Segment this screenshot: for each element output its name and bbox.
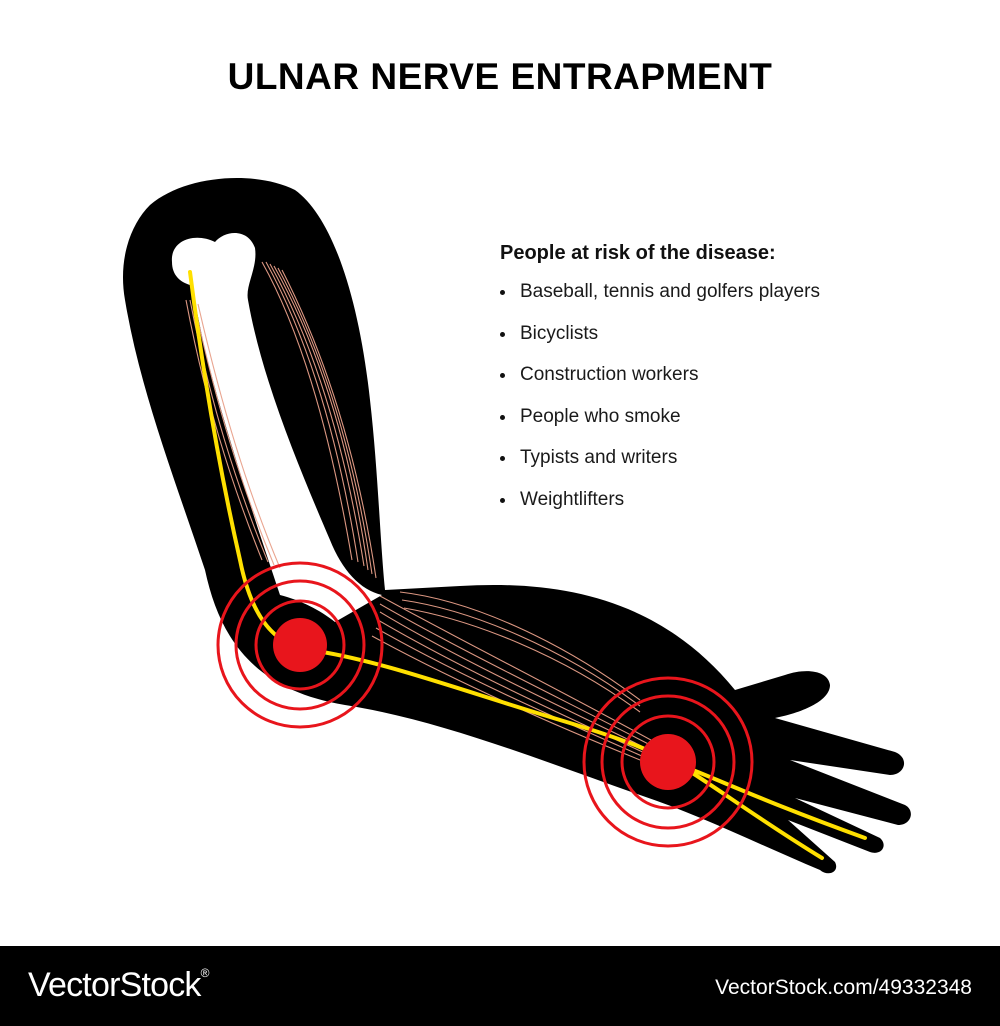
risk-item: Bicyclists [500, 321, 920, 363]
brand-name: VectorStock [28, 966, 201, 1004]
page-title: ULNAR NERVE ENTRAPMENT [227, 56, 773, 97]
risk-heading: People at risk of the disease: [500, 242, 776, 264]
registered-mark: ® [200, 966, 210, 980]
arm-illustration [122, 178, 911, 874]
pain-point-elbow [216, 561, 384, 729]
risk-panel: People at risk of the disease: Baseball,… [500, 242, 920, 529]
risk-item: Typists and writers [500, 445, 920, 487]
risk-item: People who smoke [500, 404, 920, 446]
pain-point-wrist [582, 676, 754, 848]
humerus-bone [171, 232, 382, 622]
ulnar-nerve [188, 270, 867, 860]
risk-item: Baseball, tennis and golfers players [500, 279, 920, 321]
image-id: VectorStock.com/49332348 [715, 976, 972, 999]
brand-logo: VectorStock® [28, 966, 209, 1005]
risk-item: Construction workers [500, 362, 920, 404]
risk-item: Weightlifters [500, 487, 920, 529]
arm-silhouette [122, 178, 911, 874]
upper-arm-muscle [185, 261, 377, 579]
footer-bar: VectorStock® VectorStock.com/49332348 [0, 946, 1000, 1026]
risk-list: Baseball, tennis and golfers players Bic… [500, 279, 920, 529]
